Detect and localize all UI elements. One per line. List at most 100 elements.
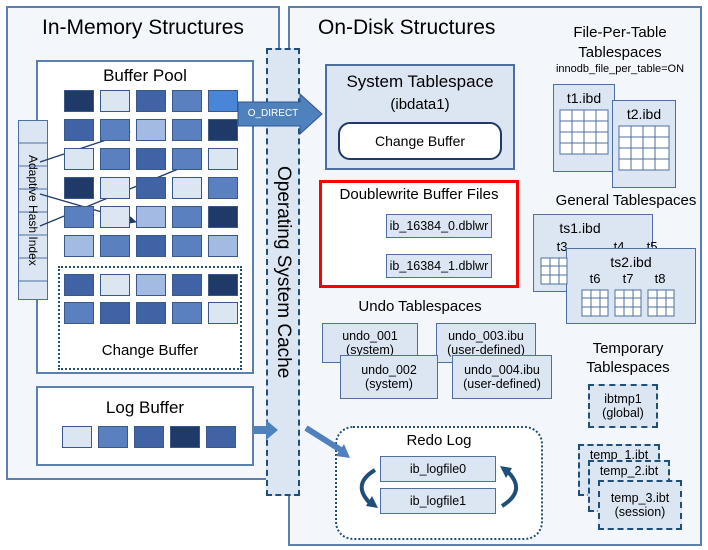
- on-disk-title: On-Disk Structures: [318, 16, 496, 39]
- system-tablespace-title: System Tablespace: [346, 72, 494, 91]
- buffer-pool-page-cell: [208, 148, 238, 170]
- log-buffer-page-cell: [134, 426, 164, 448]
- os-cache-label: Operating System Cache: [273, 165, 294, 379]
- ibtmp1-name: ibtmp1: [604, 391, 642, 406]
- buffer-pool-page-cell: [136, 235, 166, 257]
- ts2-ibd-label: ts2.ibd: [610, 254, 652, 270]
- buffer-pool-page-cell: [64, 148, 94, 170]
- buffer-pool-page-cell: [136, 119, 166, 141]
- os-to-redo-arrowhead: [336, 444, 350, 458]
- temp-3-ibt-name: temp_3.ibt: [610, 490, 670, 505]
- t2-ibd-label: t2.ibd: [626, 106, 662, 122]
- temporary-title-1: Temporary: [592, 340, 664, 357]
- temp-3-ibt-sub: (session): [614, 505, 666, 519]
- doublewrite-title: Doublewrite Buffer Files: [339, 186, 499, 203]
- redo-logfile-1: ib_logfile1: [380, 488, 496, 514]
- buffer-pool-page-cell: [172, 206, 202, 228]
- buffer-pool-page-cell: [100, 177, 130, 199]
- ibtmp1-file: ibtmp1 (global): [588, 384, 658, 428]
- o-direct-label: O_DIRECT: [247, 108, 299, 119]
- log-buffer-page-cell: [98, 426, 128, 448]
- buffer-pool-page-cell: [100, 148, 130, 170]
- buffer-pool-page-cell: [100, 119, 130, 141]
- file-per-table-title-1: File-Per-Table: [573, 24, 667, 41]
- log-buffer-page-cell: [62, 426, 92, 448]
- redo-cycle-arrowhead-right: [500, 466, 512, 478]
- log-buffer-arrow: [254, 420, 278, 440]
- undo-file-003-sub: (user-defined): [447, 343, 525, 357]
- log-buffer-label: Log Buffer: [105, 398, 185, 417]
- buffer-pool-page-cell: [208, 90, 238, 112]
- file-per-table-setting: innodb_file_per_table=ON: [555, 63, 685, 75]
- log-buffer-page-cell: [170, 426, 200, 448]
- ibtmp1-sub: (global): [602, 406, 644, 420]
- redo-cycle-arrow-right: [500, 468, 518, 508]
- buffer-pool-page-cell: [172, 148, 202, 170]
- undo-file-004-sub: (user-defined): [463, 377, 541, 391]
- buffer-pool-page-cell: [208, 235, 238, 257]
- temp-2-ibt-name: temp_2.ibt: [599, 464, 659, 478]
- ts2-table-icons: [581, 289, 675, 317]
- buffer-pool-page-cell: [100, 206, 130, 228]
- change-buffer-page-cell: [100, 274, 130, 296]
- redo-cycle-arrowhead-left: [366, 496, 378, 508]
- ts1-ibd-label: ts1.ibd: [559, 220, 601, 236]
- change-buffer-page-cell: [172, 274, 202, 296]
- ts2-table-t7: t7: [622, 271, 634, 286]
- os-to-redo-arrow: [304, 425, 346, 455]
- change-buffer-page-cell: [208, 302, 238, 324]
- buffer-pool-page-cell: [172, 90, 202, 112]
- change-buffer-page-cell: [64, 274, 94, 296]
- redo-log-title: Redo Log: [406, 432, 472, 449]
- undo-file-002-name: undo_002: [361, 362, 417, 377]
- change-buffer-page-cell: [100, 302, 130, 324]
- undo-file-004-name: undo_004.ibu: [464, 362, 540, 377]
- buffer-pool-page-cell: [64, 90, 94, 112]
- undo-file-001-name: undo_001: [342, 328, 398, 343]
- buffer-pool-page-cell: [208, 177, 238, 199]
- redo-log-box: [335, 426, 543, 540]
- ts1-table-t4: t4: [613, 239, 625, 254]
- t1-table-icon: [559, 109, 609, 155]
- buffer-pool-page-cell: [136, 206, 166, 228]
- ts1-table-t3: t3: [556, 239, 568, 254]
- doublewrite-file-0: ib_16384_0.dblwr: [386, 214, 492, 238]
- ts2-table-t8: t8: [654, 271, 666, 286]
- doublewrite-file-1: ib_16384_1.dblwr: [386, 254, 492, 278]
- buffer-pool-page-cell: [172, 177, 202, 199]
- buffer-pool-page-cell: [136, 177, 166, 199]
- buffer-pool-page-cell: [64, 119, 94, 141]
- change-buffer-page-cell: [64, 302, 94, 324]
- undo-file-001-sub: (system): [346, 343, 394, 357]
- system-change-buffer-label: Change Buffer: [374, 133, 466, 149]
- t2-table-icon: [618, 125, 670, 171]
- log-buffer-page-cell: [206, 426, 236, 448]
- temp-1-ibt-name: temp_1.ibt: [589, 448, 649, 462]
- buffer-pool-page-cell: [172, 119, 202, 141]
- t1-ibd-label: t1.ibd: [566, 90, 602, 106]
- change-buffer-label: Change Buffer: [101, 342, 199, 359]
- buffer-pool-page-cell: [136, 148, 166, 170]
- adaptive-hash-index-bar: [18, 120, 48, 300]
- in-memory-title: In-Memory Structures: [42, 16, 244, 39]
- change-buffer-page-cell: [172, 302, 202, 324]
- file-per-table-title-2: Tablespaces: [578, 44, 662, 61]
- undo-file-002-sub: (system): [365, 377, 413, 391]
- system-change-buffer-box: [338, 122, 502, 160]
- system-tablespace-file: (ibdata1): [390, 96, 450, 113]
- undo-file-004: undo_004.ibu (user-defined): [452, 355, 552, 399]
- adaptive-hash-index-label: Adaptive Hash Index: [26, 154, 40, 266]
- undo-file-002: undo_002 (system): [340, 355, 438, 399]
- ts2-table-t6: t6: [589, 271, 601, 286]
- buffer-pool-page-cell: [100, 235, 130, 257]
- buffer-pool-page-cell: [172, 235, 202, 257]
- ts1-table-t5: t5: [646, 239, 658, 254]
- buffer-pool-page-cell: [64, 235, 94, 257]
- redo-logfile-0: ib_logfile0: [380, 456, 496, 482]
- buffer-pool-page-cell: [100, 90, 130, 112]
- change-buffer-page-cell: [136, 274, 166, 296]
- undo-title: Undo Tablespaces: [358, 298, 482, 315]
- buffer-pool-page-cell: [208, 206, 238, 228]
